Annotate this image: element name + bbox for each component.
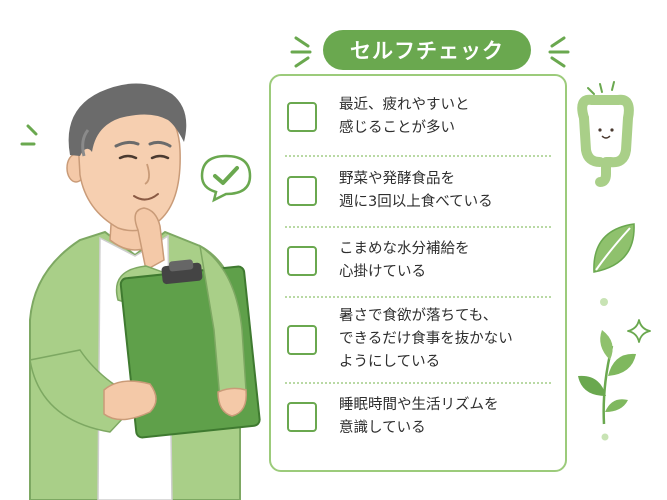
burst-left-icon	[290, 36, 312, 68]
plant-icon	[578, 330, 636, 425]
dot-icon	[600, 298, 608, 306]
checklist-item[interactable]: 野菜や発酵食品を 週に3回以上食べている	[287, 168, 551, 214]
checkbox[interactable]	[287, 246, 317, 276]
divider	[285, 226, 551, 228]
divider	[285, 155, 551, 157]
intestine-icon	[577, 81, 634, 187]
checklist-item-text: 暑さで食欲が落ちても、 できるだけ食事を抜かない ようにしている	[339, 308, 513, 370]
burst-right-icon	[548, 36, 570, 68]
checkbox[interactable]	[287, 402, 317, 432]
leaf-icon	[593, 223, 635, 273]
checklist-item-text: 野菜や発酵食品を 週に3回以上食べている	[339, 171, 493, 210]
checklist-card: 最近、疲れやすいと 感じることが多い 野菜や発酵食品を 週に3回以上食べている …	[269, 74, 567, 472]
man-with-clipboard-illustration	[29, 83, 261, 500]
checklist-item[interactable]: 暑さで食欲が落ちても、 できるだけ食事を抜かない ようにしている	[287, 305, 551, 374]
checklist-item[interactable]: 睡眠時間や生活リズムを 意識している	[287, 394, 551, 440]
checklist-item-text: 最近、疲れやすいと 感じることが多い	[339, 97, 470, 136]
checkbox[interactable]	[287, 102, 317, 132]
divider	[285, 296, 551, 298]
checklist-item[interactable]: こまめな水分補給を 心掛けている	[287, 238, 551, 284]
page-title: セルフチェック	[323, 30, 531, 70]
checkbox[interactable]	[287, 176, 317, 206]
idea-burst-icon	[20, 124, 38, 146]
checklist-item-text: こまめな水分補給を 心掛けている	[339, 241, 470, 280]
sparkle-icon	[627, 319, 651, 343]
checklist-item-text: 睡眠時間や生活リズムを 意識している	[339, 397, 499, 436]
dot-icon	[601, 433, 609, 441]
divider	[285, 382, 551, 384]
checklist-item[interactable]: 最近、疲れやすいと 感じることが多い	[287, 94, 551, 140]
checkmark-icon	[200, 154, 252, 203]
checkbox[interactable]	[287, 324, 317, 355]
